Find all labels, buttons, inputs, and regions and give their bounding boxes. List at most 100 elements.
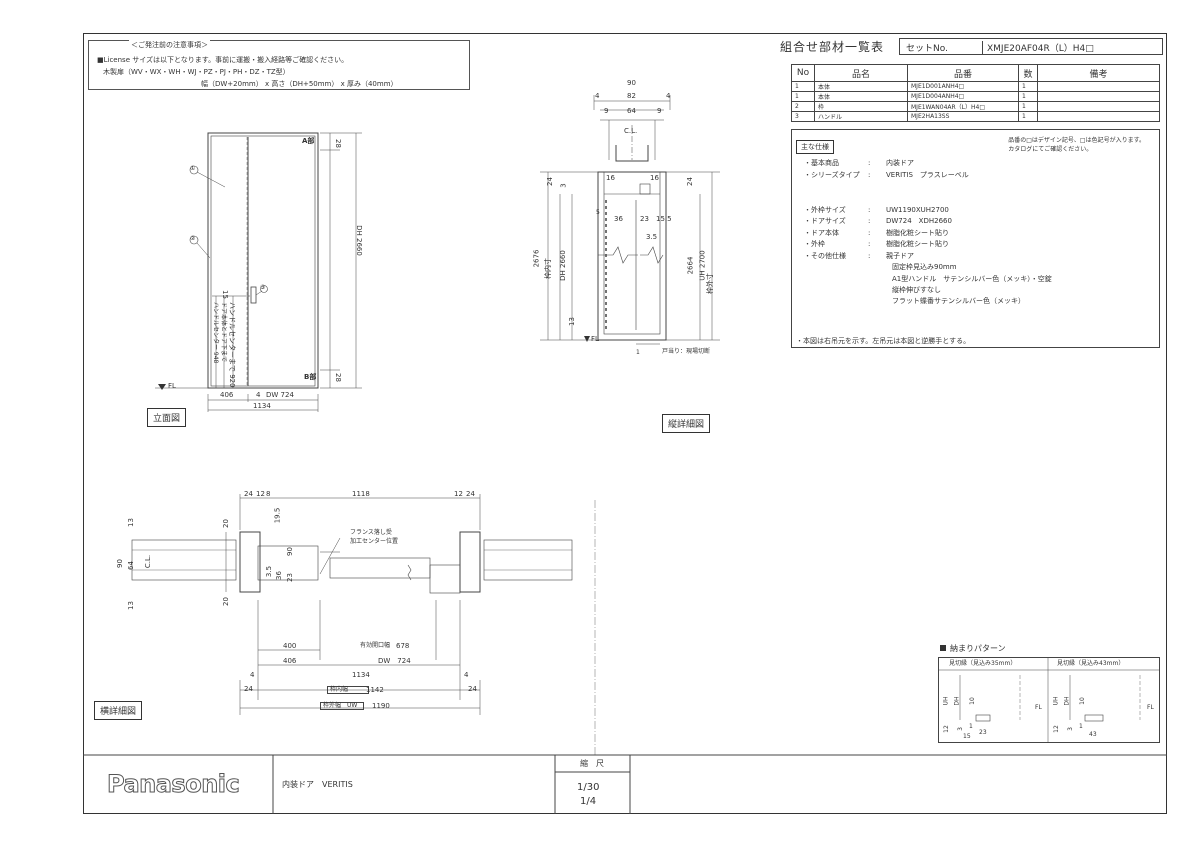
spec-extra: フラット蝶番サテンシルバー色（メッキ） [892,297,1025,305]
vertical-dim-24: 24 [545,177,554,186]
spec-value: 親子ドア [886,252,914,260]
vertical-dim-9b: 9 [657,107,662,115]
elevation-callout-2: ② [190,235,196,242]
pattern-dim-3b: 3 [1066,727,1074,731]
horizontal-inner-label: 枠内幅 [327,686,370,694]
vertical-dim-64: 64 [627,107,636,115]
elevation-handle [250,286,257,304]
elevation-dim-28-top: 28 [333,139,342,148]
spec-row: ・ドアサイズ:DW724 XDH2660 [804,217,952,225]
vertical-dim-35: 3.5 [646,233,658,241]
spec-key: ・外枠サイズ [804,206,846,214]
vertical-dim-3: 3 [559,183,568,188]
horizontal-dim-678: 678 [396,642,410,650]
pattern-uh-2: UH [1052,696,1060,706]
spec-value: UW1190XUH2700 [886,206,949,214]
pattern-fl-2: FL [1147,704,1154,711]
horizontal-outer-label: 枠外幅 UW [320,702,365,710]
elevation-handle-note-2: ハンドルセンター 948 [212,302,219,364]
vertical-dim-2676: 2676 [532,249,541,268]
elevation-handle-note: ドア本体とドア下まで [220,302,227,363]
elevation-callout-3-circle [260,285,268,293]
spec-row: ・外枠:樹脂化粧シート貼り [804,240,949,248]
horizontal-dim-35: 3.5 [265,565,274,578]
elevation-door-outline [207,132,319,389]
spec-key: ・ドアサイズ [804,217,846,225]
horizontal-dim-64: 64 [126,561,135,570]
spec-heading: 主な仕様 [796,140,834,154]
horizontal-dim-90-left: 90 [115,559,124,568]
vertical-dim-1: 1 [636,349,640,356]
elevation-view-label: 立面図 [147,408,187,427]
elevation-dim-4: 4 [256,391,261,399]
spec-note-line-1: 品番の□はデザイン記号、□は色記号が入ります。 [1008,137,1145,144]
horizontal-dim-20b: 20 [221,597,230,606]
horizontal-dim-1118: 1118 [352,490,370,498]
elevation-dim-1134: 1134 [253,402,271,410]
elevation-callout-1: ① [190,165,196,172]
horizontal-right-wall [483,539,573,581]
horizontal-dim-24c: 24 [244,685,253,693]
pattern-fl-1: FL [1035,704,1042,711]
horizontal-dim-12b: 12 [454,490,463,498]
horizontal-dim-400: 400 [283,642,297,650]
vertical-dim-5: 5 [596,209,600,216]
vertical-frame-inner-label: 枠内寸 [544,258,552,279]
vertical-stop [639,183,651,195]
horizontal-dim-dw: DW 724 [378,657,411,665]
vertical-dim-155: 15.5 [656,215,672,223]
spec-footer: ・本図は右吊元を示す。左吊元は本図と逆勝手とする。 [796,337,971,345]
spec-value: DW724 XDH2660 [886,217,952,225]
spec-key: ・外枠 [804,240,825,248]
horizontal-dim-36: 36 [274,571,283,580]
horizontal-right-jamb [459,531,481,593]
elevation-dh-label: DH 2660 [354,225,363,256]
set-number-label: セットNo. [906,44,948,54]
pattern-dim-3a: 3 [956,727,964,731]
order-notice-box: ＜ご発注前の注意事項＞ ■License サイズは以下となります。事前に運搬・搬… [88,40,470,90]
horizontal-dim-1142: 1142 [366,686,384,694]
notice-line-1: ■License サイズは以下となります。事前に運搬・搬入経路等ご確認ください。 [97,56,349,64]
spec-row: ・基本商品:内装ドア [804,159,914,167]
spec-key: ・ドア本体 [804,229,839,237]
elevation-dim-dw: DW 724 [266,391,294,399]
horizontal-dim-24a: 24 [244,490,253,498]
pattern-dim-23: 23 [979,729,987,736]
elevation-fl-arrow [158,384,166,390]
horizontal-dim-8: 8 [266,490,271,498]
notice-line-2: 木製扉（WV・WX・WH・WJ・PZ・PJ・PH・DZ・TZ型） [103,68,290,76]
spec-key: ・シリーズタイプ [804,171,860,179]
vertical-dim-4b: 4 [666,92,671,100]
panasonic-logo: Panasonic [106,770,240,799]
spec-row: ・外枠サイズ:UW1190XUH2700 [804,206,949,214]
spec-note: 品番の□はデザイン記号、□は色記号が入ります。 カタログにてご確認ください。 [1008,136,1145,154]
horizontal-dim-1190: 1190 [372,702,390,710]
parts-table: No 品名 品番 数 備考 1 本体 MJE1D001ANH4□ 1 1 本体 … [791,64,1160,122]
vertical-cl: C.L. [624,127,638,135]
elevation-dim-28-bottom: 28 [333,373,342,382]
pattern-square-icon [940,645,946,651]
pattern-dim-1a: 1 [969,723,973,730]
drawing-frame [83,33,1167,814]
spec-value: 樹脂化粧シート貼り [886,229,949,237]
vertical-dim-36: 36 [614,215,623,223]
horizontal-door-leaf [329,557,431,579]
elevation-dim-406: 406 [220,391,234,399]
vertical-dim-24r: 24 [685,177,694,186]
elevation-a-mark: A部 [302,137,315,145]
elevation-door-inner [210,135,316,387]
spec-note-line-2: カタログにてご確認ください。 [1008,146,1093,153]
elevation-callout-1-circle [189,165,199,175]
pattern-dim-12b: 12 [1052,725,1060,733]
pattern-dim-15: 15 [963,733,971,740]
table-row: 3 ハンドル MJE2HA13SS 1 [791,111,1160,122]
vertical-dim-9a: 9 [604,107,609,115]
horizontal-dim-4b: 4 [464,671,469,679]
pattern-dh-1: DH [953,696,961,706]
notice-line-3: 幅（DW+20mm） x 高さ（DH+50mm） x 厚み（40mm） [201,80,398,88]
pattern-title: 納まりパターン [950,644,1006,653]
horizontal-left-wall [131,539,237,581]
horizontal-dim-90: 90 [285,547,294,556]
spec-extra: 固定枠見込み90mm [892,263,957,271]
